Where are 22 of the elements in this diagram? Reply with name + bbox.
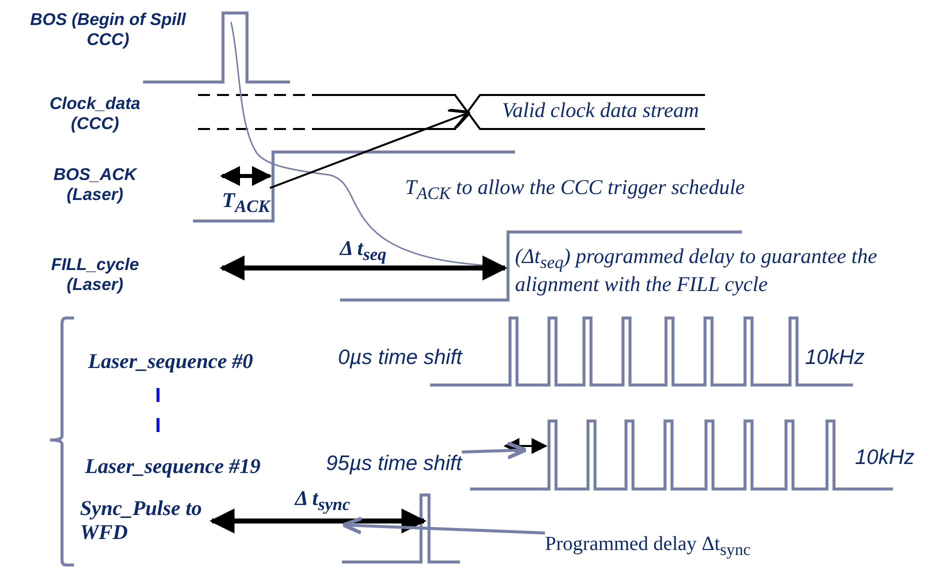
signal-label: Clock_data (CCC): [48, 94, 142, 134]
annotation-text: Valid clock data stream: [502, 98, 699, 122]
double-arrow: [503, 438, 548, 454]
signal-label: Sync_Pulse to WFD: [80, 496, 203, 544]
frequency-label: 10kHz: [855, 446, 915, 470]
leader-line: [341, 516, 546, 535]
leader-line: [462, 442, 528, 460]
signal-label: BOS (Begin of Spill CCC): [29, 10, 188, 50]
signal-label: BOS_ACK (Laser): [52, 165, 138, 204]
leader-line: [270, 108, 472, 189]
time-shift-label: 95µs time shift: [326, 452, 462, 476]
time-interval-label: T$_{ACK}$: [222, 188, 270, 216]
time-interval-label: Δ t$_{sync}$: [295, 486, 350, 514]
sequence-label: Laser_sequence #0: [88, 349, 254, 374]
time-interval-label: Δ t$_{seq}$: [340, 236, 386, 264]
time-shift-label: 0µs time shift: [338, 346, 462, 370]
annotation-text: (Δt$_{seq}$) programmed delay to guarantee the alignment with the FILL cycle: [515, 244, 878, 296]
frequency-label: 10kHz: [805, 346, 865, 370]
annotation-text: T$_{ACK}$ to allow the CCC trigger schedule: [405, 175, 745, 204]
signal-label: FILL_cycle (Laser): [50, 255, 140, 294]
annotation-text: Programmed delay Δt$_{sync}$: [545, 533, 751, 560]
sequence-label: Laser_sequence #19: [85, 454, 261, 478]
